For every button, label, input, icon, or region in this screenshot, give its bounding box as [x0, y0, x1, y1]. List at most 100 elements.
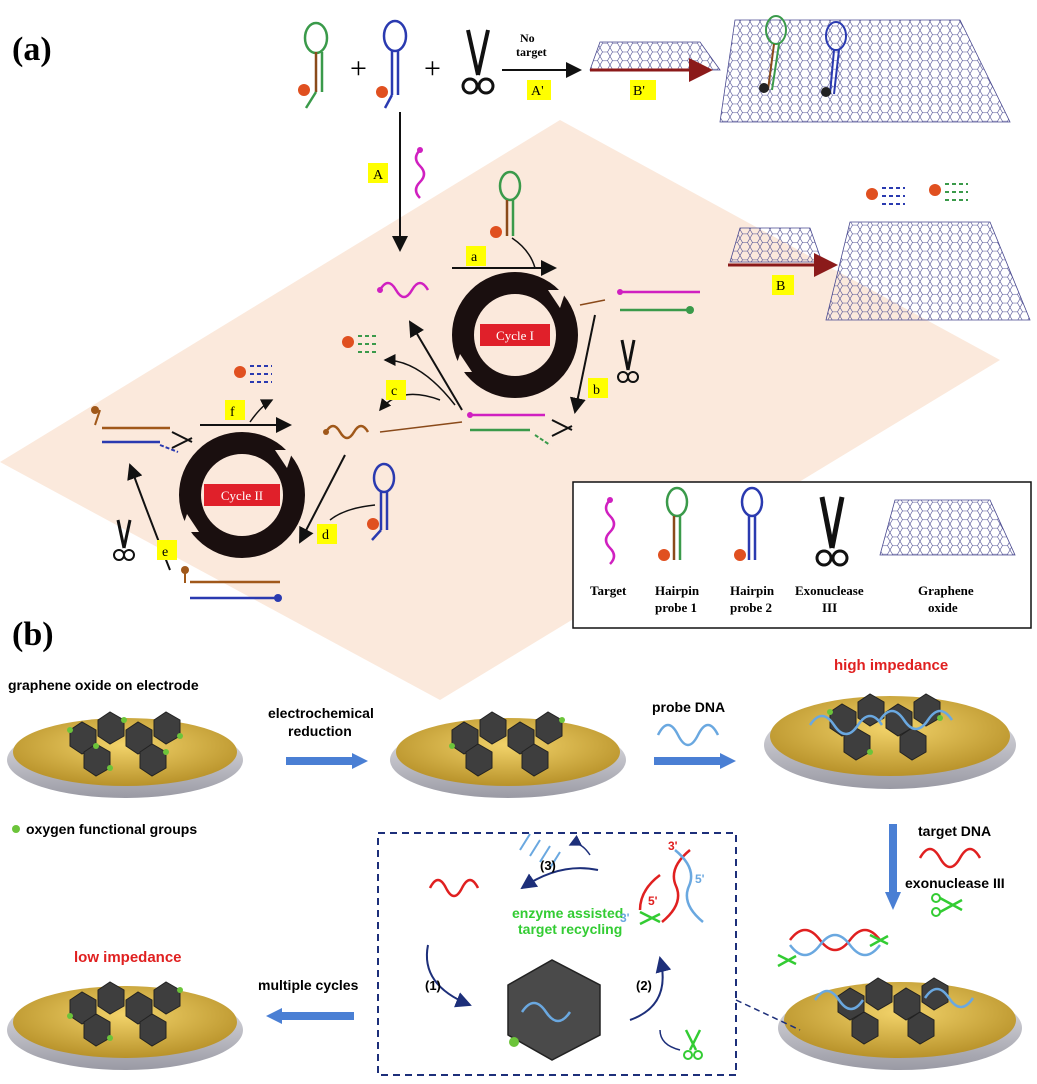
probe-dna-label: probe DNA [652, 699, 725, 715]
scissors-icon [551, 419, 573, 437]
exonuclease-label: exonuclease III [905, 875, 1005, 891]
step-b-big-box [772, 275, 794, 295]
scissors-icon [461, 29, 495, 95]
step-b-box [588, 378, 608, 398]
duplex-target-probe1 [617, 289, 700, 314]
target-strand [378, 281, 430, 299]
duplex-target-probe2 [181, 566, 282, 602]
step-b-prime: B' [633, 84, 645, 99]
step-b-big: B [776, 279, 785, 294]
step-f-label: f [230, 405, 235, 420]
step-2-label: (2) [636, 978, 652, 993]
no-target-label-1: No [520, 31, 535, 45]
enzyme-label-1: enzyme assisted [512, 905, 623, 921]
legend-target [604, 497, 616, 565]
green-scissors-icon [931, 893, 963, 917]
zoom-line [735, 999, 801, 1031]
green-scissors-icon [639, 910, 661, 926]
legend-hairpin-1-l1: Hairpin [655, 583, 700, 598]
five-prime-label-2: 5' [648, 894, 658, 908]
legend-hairpin-1-l2: probe 1 [655, 600, 697, 615]
electrode-4 [778, 977, 1022, 1070]
legend-hairpin-2-l2: probe 2 [730, 600, 772, 615]
green-scissors-icon [683, 1029, 703, 1060]
legend-hairpin-1 [658, 486, 689, 561]
step-a-label: A [373, 168, 384, 183]
scissors-icon [113, 519, 135, 561]
electrode-2 [390, 711, 626, 798]
step-f-box [225, 400, 245, 420]
duplex-digested-1 [467, 412, 551, 446]
plus-1: + [350, 52, 367, 85]
adsorbed-probe-1 [759, 15, 787, 93]
arrow-step-1 [425, 944, 472, 1008]
panel-a-label: (a) [12, 31, 52, 68]
go-on-electrode-label: graphene oxide on electrode [8, 677, 199, 693]
probe-dna-icon [656, 723, 720, 747]
scissors-icon [171, 431, 193, 449]
step-c-label: c [391, 384, 397, 399]
target-dna-label: target DNA [918, 823, 991, 839]
arrow-step-d [299, 454, 346, 544]
graphene-hexagon [507, 959, 601, 1061]
released-strand [324, 424, 370, 440]
five-prime-label: 5' [695, 872, 705, 886]
step-d-label: d [322, 528, 329, 543]
released-fragments-top [866, 183, 968, 205]
plus-2: + [424, 52, 441, 85]
arrow-step-b [569, 314, 596, 414]
legend-hairpin-2-l1: Hairpin [730, 583, 775, 598]
legend-go-l1: Graphene [918, 583, 974, 598]
enzyme-label-2: target recycling [518, 921, 622, 937]
legend-scissors-icon [815, 496, 849, 567]
arrow-recycle-target [408, 320, 463, 411]
oxygen-dot-icon [12, 825, 20, 833]
step-a-prime-box [527, 80, 551, 100]
released-blue-fragments [234, 365, 272, 383]
blue-arrow-left [266, 1008, 354, 1024]
legend-exo-l1: Exonuclease [795, 583, 864, 598]
electrode-3 [764, 693, 1016, 789]
graphene-sheet-small-2 [729, 227, 823, 263]
multiple-cycles-label: multiple cycles [258, 977, 359, 993]
arrow-step-2 [629, 956, 672, 1021]
cycle-2: Cycle II [179, 432, 305, 558]
legend-exo-l2: III [822, 600, 837, 615]
graphene-sheet-large-top [719, 19, 1011, 123]
electrode-5 [7, 981, 243, 1070]
helix-on-electrode [777, 928, 889, 968]
hairpin-probe-1-cycle [490, 170, 522, 238]
legend-graphene [879, 499, 1016, 556]
blue-arrow-1 [286, 753, 368, 769]
graphene-sheet-large [825, 221, 1031, 321]
fluorophore-icon [376, 86, 388, 98]
electrochemical-label-2: reduction [288, 723, 352, 739]
arrow-brown-line [379, 421, 463, 433]
cycle-1-label: Cycle I [496, 328, 534, 343]
hairpin-probe-1-top [298, 21, 329, 109]
legend-go-l2: oxide [928, 600, 958, 615]
scissors-icon [617, 339, 639, 383]
blue-arrow-down [885, 824, 901, 910]
arrow-to-cycle1 [579, 299, 606, 306]
arrow-step-3 [520, 867, 599, 890]
cycle-2-label: Cycle II [221, 488, 263, 503]
step-a-small-box [466, 246, 486, 266]
panel-b-label: (b) [12, 616, 54, 653]
three-prime-label: 3' [668, 839, 678, 853]
digested-fragments [519, 833, 561, 869]
step-b-prime-box [630, 80, 656, 100]
target-dna-icon [918, 847, 982, 869]
three-prime-label-2: 3' [620, 911, 630, 925]
step-d-box [317, 524, 337, 544]
legend-target-label: Target [590, 583, 627, 598]
step-c-box [386, 380, 406, 400]
target-strand-icon [414, 149, 426, 199]
electrode-1 [7, 711, 243, 798]
step-e-box [157, 540, 177, 560]
hairpin-probe-2-top [376, 19, 408, 109]
duplex-digested-2 [91, 406, 179, 453]
step-1-label: (1) [425, 978, 441, 993]
adsorbed-probe-2 [821, 21, 847, 97]
